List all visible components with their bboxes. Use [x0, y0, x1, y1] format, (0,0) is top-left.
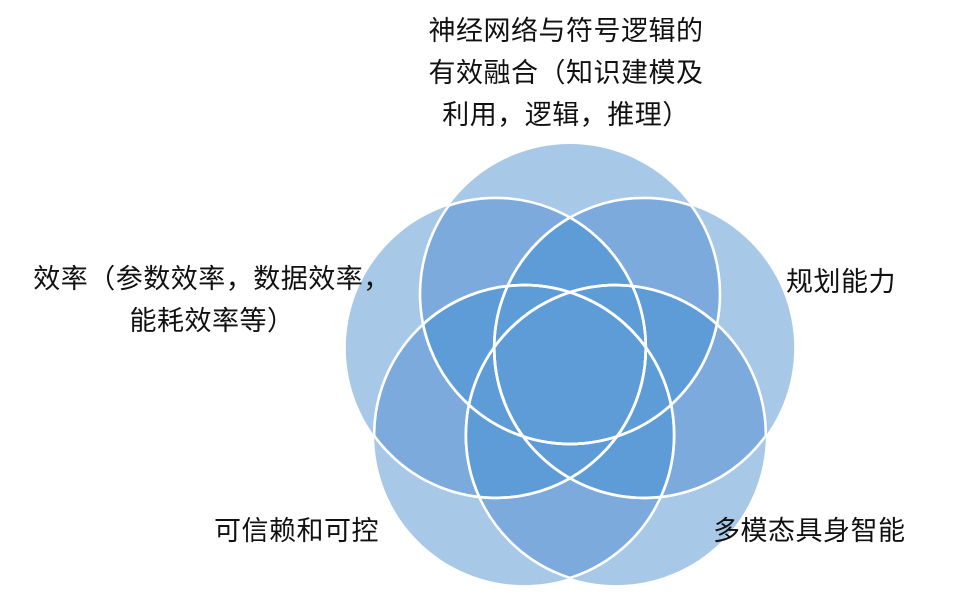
- venn-outline-left: [374, 285, 648, 500]
- venn-outline-bottom-left: [465, 285, 676, 586]
- venn-label-right: 规划能力: [786, 267, 896, 297]
- venn-outline-top: [418, 197, 646, 446]
- venn-label-left: 效率（参数效率，数据效率， 能耗效率等）: [33, 264, 391, 336]
- venn-label-bottom-right: 多模态具身智能: [713, 516, 906, 546]
- venn-overlap-bottom-right-bottom-left-left: [465, 285, 646, 498]
- venn-circle-outlines: [372, 196, 768, 586]
- venn-outline-bottom-right: [464, 283, 646, 498]
- venn-label-bottom-left: 可信赖和可控: [214, 516, 379, 546]
- venn-label-top: 神经网络与符号逻辑的 有效融合（知识建模及 利用，逻辑，推理）: [428, 16, 704, 130]
